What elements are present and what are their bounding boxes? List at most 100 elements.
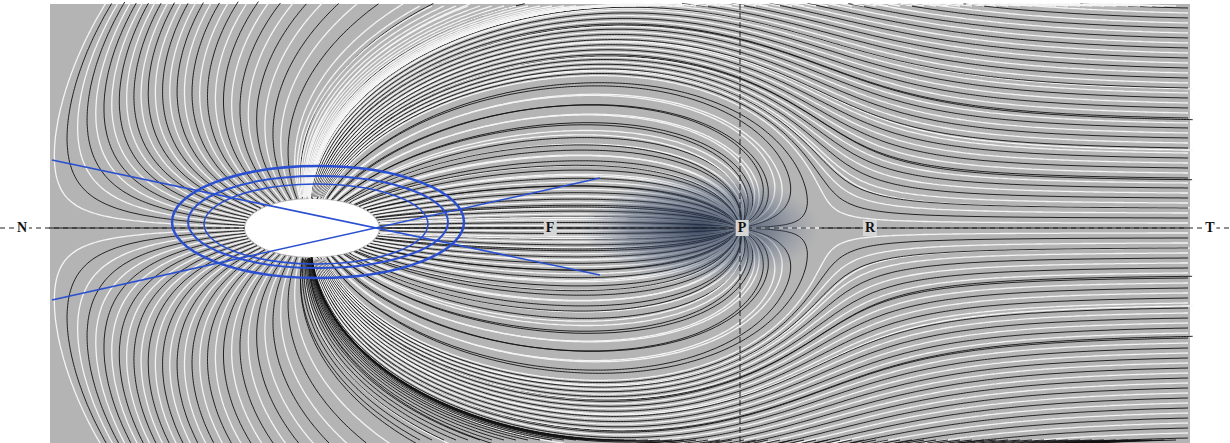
point-label: P <box>736 220 749 236</box>
field-line <box>744 378 1188 443</box>
field-line <box>732 4 1188 68</box>
field-line <box>831 403 1188 443</box>
field-line <box>319 257 1188 404</box>
field-line <box>240 3 280 202</box>
point-label: R <box>863 220 877 236</box>
field-line <box>200 251 268 443</box>
outer-ring <box>172 166 464 278</box>
field-line <box>727 373 1188 443</box>
field-lines <box>49 2 1193 443</box>
field-line <box>311 257 552 440</box>
field-line <box>796 393 1188 443</box>
field-line <box>927 440 948 443</box>
axis-line <box>0 228 1230 229</box>
field-line <box>837 440 852 443</box>
field-line <box>232 254 277 443</box>
field-line <box>864 4 876 6</box>
field-line <box>717 4 732 6</box>
field-line <box>684 440 708 443</box>
field-line <box>322 62 1188 197</box>
field-line <box>320 55 1188 197</box>
field-line <box>936 440 960 443</box>
field-line <box>1011 4 1188 13</box>
field-line <box>790 4 1188 53</box>
field-line <box>828 4 840 6</box>
field-line <box>96 235 246 443</box>
field-line <box>813 440 828 443</box>
field-line <box>318 50 1188 198</box>
field-line <box>163 246 257 443</box>
field-line <box>872 413 1188 443</box>
field-line <box>1095 440 1176 443</box>
field-ground <box>50 4 1190 443</box>
field-line <box>744 4 756 6</box>
point-label: T <box>1203 220 1216 236</box>
field-line <box>915 440 936 443</box>
middle-ring <box>188 176 448 268</box>
field-line <box>215 252 272 443</box>
point-label: N <box>15 220 29 236</box>
field-line <box>876 4 888 6</box>
point-label: F <box>544 220 557 236</box>
field-line <box>925 423 1188 443</box>
field-line <box>636 358 1188 443</box>
field-line <box>177 248 261 443</box>
field-line <box>313 21 1188 198</box>
field-line <box>699 440 720 443</box>
field-line <box>851 408 1188 443</box>
field-line <box>312 259 1188 440</box>
blue-ray <box>52 178 600 300</box>
field-line <box>804 4 816 7</box>
field-line <box>316 37 1188 199</box>
field-line <box>852 4 864 6</box>
field-line <box>302 259 432 440</box>
field-line <box>779 388 1188 443</box>
field-line <box>964 4 1189 18</box>
field-line <box>928 4 1188 23</box>
field-line <box>321 60 1188 198</box>
field-line <box>895 418 1188 443</box>
field-line <box>753 440 768 443</box>
field-line <box>309 258 504 440</box>
field-line <box>1116 4 1176 6</box>
field-line <box>777 440 792 443</box>
field-line <box>732 4 744 6</box>
field-line <box>768 4 780 6</box>
field-line <box>894 440 912 443</box>
field-line <box>141 242 252 443</box>
field-line <box>208 252 270 443</box>
field-line <box>849 440 864 443</box>
field-line <box>762 383 1188 443</box>
field-line <box>317 45 1188 199</box>
field-line <box>1002 433 1188 443</box>
field-line <box>840 4 852 6</box>
field-line <box>848 4 1188 38</box>
field-line <box>861 440 876 443</box>
field-line <box>780 4 792 6</box>
field-line <box>310 6 576 198</box>
field-line <box>318 47 1188 197</box>
field-line <box>317 40 1188 197</box>
field-line <box>756 4 768 6</box>
field-line <box>224 253 275 443</box>
field-line <box>814 398 1188 443</box>
field-line <box>307 6 504 197</box>
field-line <box>192 250 265 443</box>
field-line <box>248 255 286 443</box>
field-line <box>308 6 517 197</box>
field-line <box>816 4 828 7</box>
field-line <box>792 4 804 7</box>
field-line <box>310 258 517 440</box>
field-line <box>304 6 468 197</box>
field-line <box>825 440 840 443</box>
field-line <box>870 440 888 443</box>
field-line <box>765 440 780 443</box>
field-line <box>726 440 744 443</box>
field-line <box>322 259 1188 394</box>
field-line <box>707 368 1188 443</box>
field-line <box>310 4 1188 197</box>
central-disc <box>245 199 379 257</box>
field-line <box>681 363 1189 443</box>
